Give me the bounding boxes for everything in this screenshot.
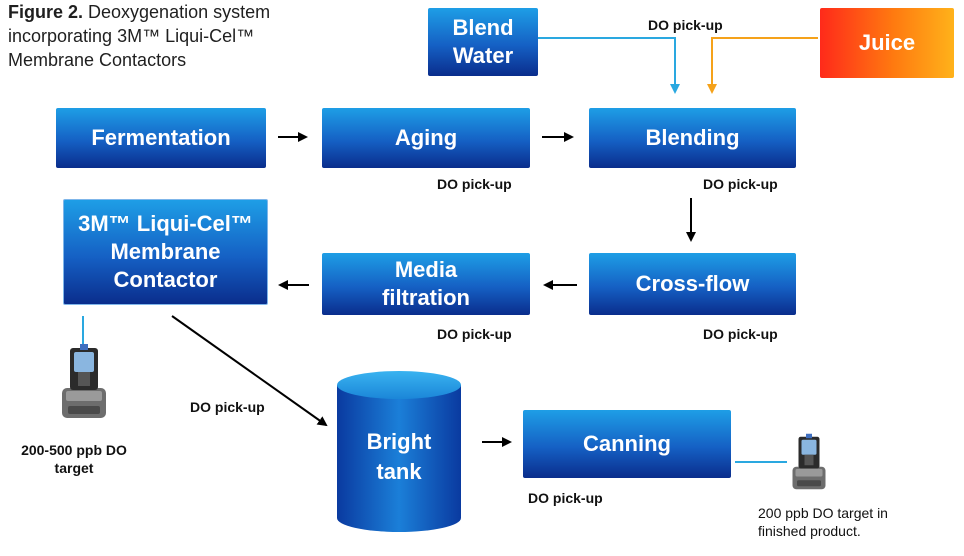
bright-tank-label: Bright tank bbox=[366, 429, 432, 484]
do-pickup-canning: DO pick-up bbox=[528, 490, 603, 506]
do-pickup-media: DO pick-up bbox=[437, 326, 512, 342]
blend-water-box: Blend Water bbox=[428, 8, 538, 76]
cross-flow-box: Cross-flow bbox=[589, 253, 796, 315]
blending-label: Blending bbox=[645, 125, 740, 150]
do-pickup-crossflow: DO pick-up bbox=[703, 326, 778, 342]
figure-caption: Figure 2. Deoxygenation system incorpora… bbox=[8, 0, 338, 72]
juice-label: Juice bbox=[858, 30, 916, 55]
fermentation-label: Fermentation bbox=[91, 125, 231, 150]
blend-water-line bbox=[538, 37, 680, 94]
fermentation-box: Fermentation bbox=[56, 108, 266, 168]
media-filtration-box: Media filtration bbox=[322, 253, 530, 315]
blending-box: Blending bbox=[589, 108, 796, 168]
arrow-contactor-tank bbox=[171, 315, 328, 427]
aging-label: Aging bbox=[394, 125, 458, 150]
blend-water-label: Blend Water bbox=[452, 15, 514, 68]
membrane-contactor-box: 3M™ Liqui-Cel™ Membrane Contactor bbox=[63, 199, 268, 305]
canning-label: Canning bbox=[583, 431, 671, 456]
do-target-right: 200 ppb DO target in finished product. bbox=[758, 505, 888, 539]
do-meter-icon bbox=[792, 433, 826, 490]
do-pickup-blending: DO pick-up bbox=[703, 176, 778, 192]
do-pickup-blend: DO pick-up bbox=[648, 17, 723, 33]
figure-caption-text: Deoxygenation system incorporating 3M™ L… bbox=[8, 2, 271, 70]
media-filtration-label: Media filtration bbox=[382, 257, 470, 310]
juice-box: Juice bbox=[820, 8, 954, 78]
do-meter-icon bbox=[62, 344, 106, 418]
aging-box: Aging bbox=[322, 108, 530, 168]
do-pickup-aging: DO pick-up bbox=[437, 176, 512, 192]
membrane-contactor-label: 3M™ Liqui-Cel™ Membrane Contactor bbox=[78, 211, 253, 292]
canning-box: Canning bbox=[523, 410, 731, 478]
do-target-left: 200-500 ppb DO target bbox=[21, 442, 127, 476]
do-pickup-contactor: DO pick-up bbox=[190, 399, 265, 415]
juice-line bbox=[707, 37, 818, 94]
figure-number: Figure 2. bbox=[8, 2, 84, 22]
cross-flow-label: Cross-flow bbox=[635, 271, 750, 296]
